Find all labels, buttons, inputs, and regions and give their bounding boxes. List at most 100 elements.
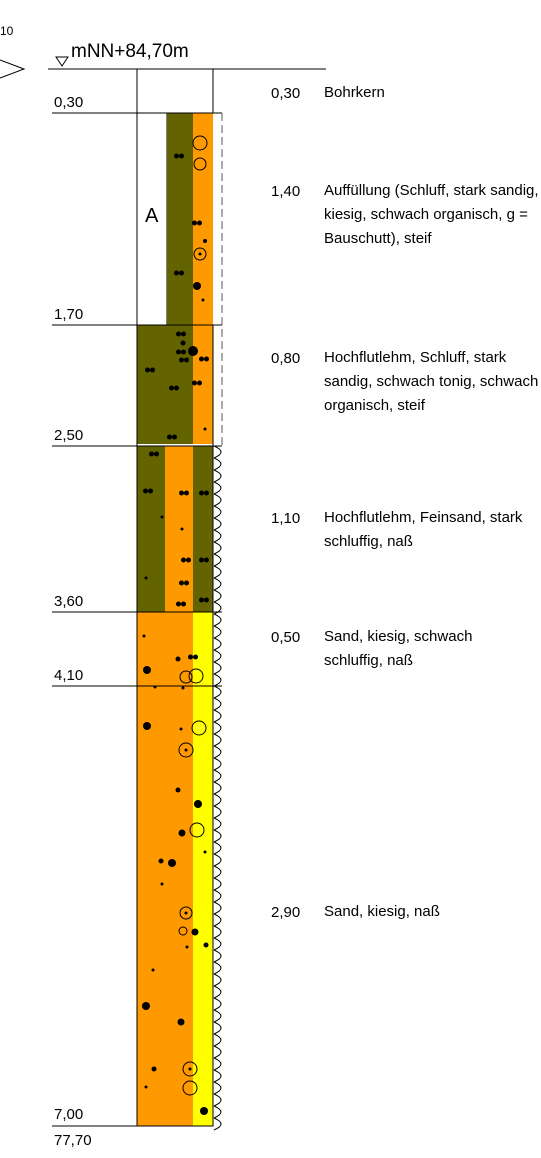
scallop-mark — [213, 613, 222, 627]
stone-ring — [189, 822, 205, 838]
layer-4-olive-right — [193, 446, 213, 612]
scallop-mark — [213, 469, 222, 483]
stone-ring — [188, 668, 204, 684]
gravel-dot — [198, 252, 202, 256]
scallop-mark — [213, 1057, 222, 1071]
gravel-dot — [176, 349, 181, 355]
gravel-dot — [199, 490, 204, 496]
gravel-dot — [179, 727, 183, 731]
scallop-mark — [213, 865, 222, 879]
scallop-mark — [213, 817, 222, 831]
gravel-dot — [188, 346, 198, 356]
scallop-mark — [213, 1093, 222, 1107]
stone-ring — [179, 906, 193, 920]
gravel-dot — [184, 490, 189, 496]
scallop-mark — [213, 973, 222, 987]
scallop-mark — [213, 793, 222, 807]
scallop-mark — [213, 589, 222, 603]
scallop-mark — [213, 781, 222, 795]
scallop-mark — [213, 925, 222, 939]
scallop-mark — [213, 961, 222, 975]
gravel-dot — [158, 858, 164, 864]
scallop-mark — [213, 709, 222, 723]
scallop-mark — [213, 481, 222, 495]
gravel-dot — [181, 349, 186, 355]
scallop-mark — [213, 1069, 222, 1083]
depth-label-5: 4,10 — [54, 667, 84, 684]
scallop-mark — [213, 937, 222, 951]
thickness-2: 1,40 — [271, 183, 301, 200]
stone-ring — [191, 720, 207, 736]
gravel-dot — [179, 490, 184, 496]
gravel-dot — [192, 380, 197, 386]
layer-5-orange — [137, 612, 193, 686]
gravel-dot — [194, 800, 202, 808]
gravel-dot — [160, 882, 164, 886]
scallop-mark — [213, 1105, 222, 1119]
stone-ring — [192, 135, 208, 151]
scallop-mark — [213, 1045, 222, 1059]
gravel-dot — [174, 270, 179, 276]
layer-2-orange — [193, 113, 213, 325]
scallop-mark — [213, 949, 222, 963]
layer-5-yellow — [193, 612, 213, 1126]
gravel-dot — [175, 787, 181, 793]
scallop-mark — [213, 457, 222, 471]
layer-4-orange — [165, 446, 193, 612]
gravel-dot — [149, 451, 154, 457]
gravel-dot — [185, 945, 189, 949]
thickness-6: 2,90 — [271, 904, 301, 921]
scallop-mark — [213, 673, 222, 687]
gravel-dot — [181, 686, 185, 690]
scallop-mark — [213, 685, 222, 699]
gravel-dot — [199, 597, 204, 603]
gravel-dot — [151, 1066, 157, 1072]
groundwater-scallops — [213, 445, 222, 1131]
gravel-dot — [144, 576, 148, 580]
gravel-dot — [144, 1085, 148, 1089]
gravel-dot — [184, 911, 188, 915]
thickness-5: 0,50 — [271, 629, 301, 646]
layer-3-orange — [193, 325, 213, 444]
gravel-dot — [203, 239, 207, 243]
gravel-dot — [178, 829, 186, 837]
gravel-dot — [181, 601, 186, 607]
scallop-mark — [213, 769, 222, 783]
scallop-mark — [213, 805, 222, 819]
gravel-dot — [148, 488, 153, 494]
scallop-mark — [213, 493, 222, 507]
stone-ring — [178, 926, 188, 936]
scallop-mark — [213, 697, 222, 711]
gravel-dot — [174, 385, 179, 391]
gravel-dot — [150, 367, 155, 373]
scallop-mark — [213, 577, 222, 591]
gravel-dot — [197, 220, 202, 226]
scallop-mark — [213, 853, 222, 867]
scallop-mark — [213, 565, 222, 579]
elevation-marker-icon — [55, 56, 69, 67]
description-1: Bohrkern — [324, 84, 385, 101]
scallop-mark — [213, 505, 222, 519]
description-2: Auffüllung (Schluff, stark sandig, kiesi… — [324, 182, 539, 247]
layer-2-olive — [167, 113, 193, 325]
gravel-dot — [181, 331, 186, 337]
stone-ring — [193, 247, 207, 261]
gravel-dot — [188, 1067, 192, 1071]
scallop-mark — [213, 529, 222, 543]
gravel-dot — [167, 434, 172, 440]
bottom-elevation: 77,70 — [54, 1132, 92, 1149]
gravel-dot — [142, 1002, 150, 1010]
scallop-mark — [213, 1117, 222, 1131]
description-4: Hochflutlehm, Feinsand, stark schluffig,… — [324, 509, 523, 550]
gravel-dot — [184, 748, 188, 752]
depth-label-1: 0,30 — [54, 94, 84, 111]
stone-ring — [193, 157, 207, 171]
gravel-dot — [201, 298, 205, 302]
gravel-dot — [200, 1107, 208, 1115]
scallop-mark — [213, 889, 222, 903]
gravel-dot — [203, 850, 207, 854]
scallop-mark — [213, 601, 222, 615]
gravel-dot — [143, 666, 151, 674]
layer-1-fill — [136, 68, 214, 114]
